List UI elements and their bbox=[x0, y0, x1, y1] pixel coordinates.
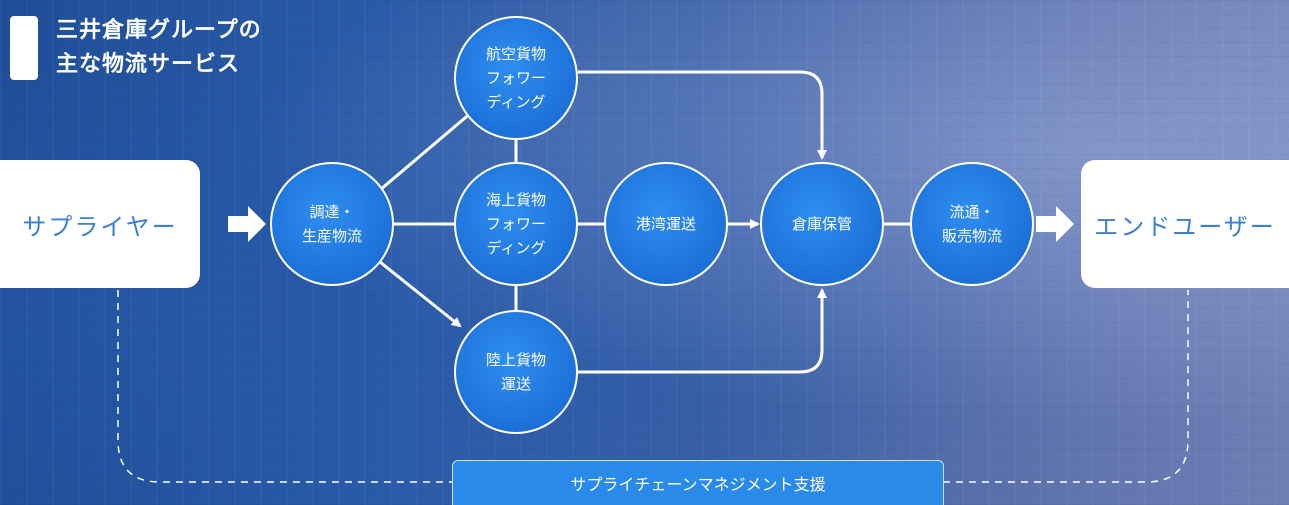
arrow-distribution-enduser bbox=[1036, 206, 1074, 242]
node-land-transport: 陸上貨物 運送 bbox=[454, 310, 578, 434]
scm-dashed-loop bbox=[117, 290, 1189, 483]
node-warehouse-label: 倉庫保管 bbox=[791, 215, 852, 233]
node-procurement: 調達・ 生産物流 bbox=[270, 162, 394, 286]
connector-procurement-land bbox=[379, 260, 462, 328]
node-sea-label: 海上貨物 フォワー ディング bbox=[485, 191, 546, 257]
node-air-forwarding: 航空貨物 フォワー ディング bbox=[454, 16, 578, 140]
title-line-1: 三井倉庫グループの bbox=[56, 18, 262, 43]
scm-support-banner: サプライチェーンマネジメント支援 bbox=[452, 460, 944, 505]
page-title: 三井倉庫グループの 主な物流サービス bbox=[56, 14, 262, 82]
scm-support-label: サプライチェーンマネジメント支援 bbox=[570, 475, 826, 494]
node-distribution: 流通・ 販売物流 bbox=[910, 162, 1034, 286]
node-procurement-label: 調達・ 生産物流 bbox=[301, 203, 362, 245]
title-accent-bar bbox=[10, 16, 38, 80]
node-port-transport: 港湾運送 bbox=[604, 162, 728, 286]
end-user-box: エンドユーザー bbox=[1081, 160, 1289, 288]
node-sea-forwarding: 海上貨物 フォワー ディング bbox=[454, 162, 578, 286]
node-land-label: 陸上貨物 運送 bbox=[485, 351, 546, 393]
node-distribution-label: 流通・ 販売物流 bbox=[941, 203, 1002, 245]
supplier-label: サプライヤー bbox=[22, 212, 178, 241]
connector-land-warehouse bbox=[578, 288, 827, 374]
end-user-label: エンドユーザー bbox=[1094, 212, 1276, 241]
title-line-2: 主な物流サービス bbox=[56, 52, 241, 77]
node-port-label: 港湾運送 bbox=[635, 215, 696, 233]
connector-air-warehouse bbox=[578, 70, 827, 160]
arrow-supplier-procurement bbox=[228, 206, 266, 242]
supplier-box: サプライヤー bbox=[0, 160, 200, 288]
node-air-label: 航空貨物 フォワー ディング bbox=[485, 45, 546, 111]
node-warehouse: 倉庫保管 bbox=[760, 162, 884, 286]
connector-procurement-air bbox=[379, 110, 473, 192]
